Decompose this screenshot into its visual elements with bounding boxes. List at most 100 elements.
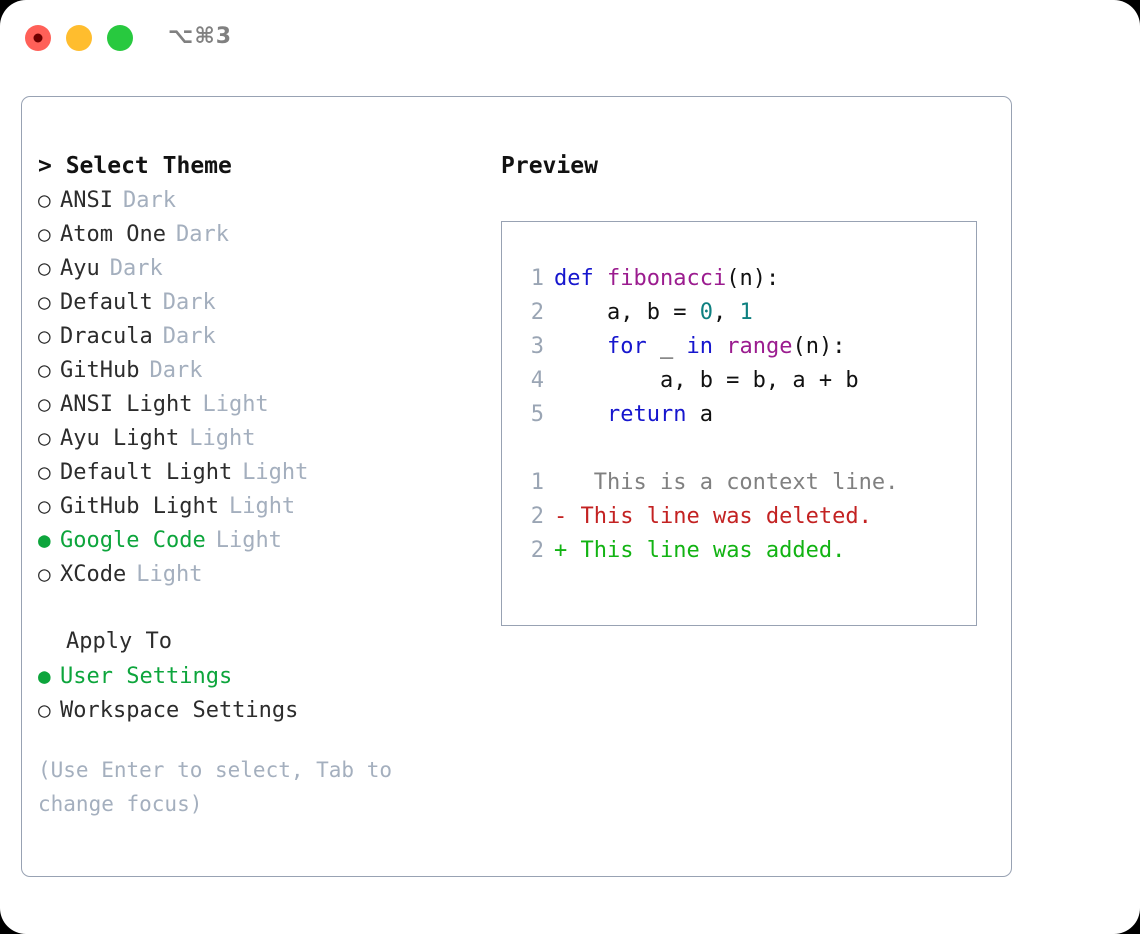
theme-name-label: GitHub [60, 358, 140, 383]
apply-to-option-user-settings[interactable]: ● User Settings [38, 659, 468, 693]
diff-line-ctx: 1 This is a context line. [512, 466, 972, 500]
theme-name-label: Google Code [60, 528, 206, 553]
line-number: 5 [530, 402, 544, 427]
radio-unselected-icon: ○ [38, 256, 51, 280]
token-pl: , [712, 300, 740, 325]
theme-variant-badge: Light [242, 460, 309, 485]
diff-marker [554, 466, 567, 500]
token-pl: _ [646, 334, 687, 359]
diff-marker: - [554, 504, 568, 529]
theme-name-label: Default [60, 290, 153, 315]
line-number: 1 [530, 266, 544, 291]
diff-sample: 1 This is a context line.2- This line wa… [512, 466, 972, 568]
close-button[interactable] [25, 25, 51, 51]
theme-variant-badge: Light [136, 562, 203, 587]
token-pl: a, b = b, a + b [554, 368, 859, 393]
radio-unselected-icon: ○ [38, 460, 51, 484]
diff-line-add: 2 + This line was added. [512, 534, 972, 568]
theme-variant-badge: Light [189, 426, 256, 451]
theme-name-label: GitHub Light [60, 494, 219, 519]
radio-unselected-icon: ○ [38, 494, 51, 518]
apply-to-option-workspace-settings[interactable]: ○ Workspace Settings [38, 693, 468, 727]
apply-to-heading: Apply To [66, 629, 172, 654]
theme-option-github[interactable]: ○ GitHub Dark [38, 353, 468, 387]
theme-option-default[interactable]: ○ Default Dark [38, 285, 468, 319]
theme-option-ansi[interactable]: ○ ANSI Dark [38, 183, 468, 217]
theme-name-label: ANSI [60, 188, 113, 213]
recording-indicator-icon [33, 33, 43, 43]
radio-unselected-icon: ○ [38, 698, 51, 722]
theme-option-ayu[interactable]: ○ Ayu Dark [38, 251, 468, 285]
token-pl [554, 402, 607, 427]
radio-unselected-icon: ○ [38, 222, 51, 246]
theme-variant-badge: Dark [162, 324, 216, 349]
theme-name-label: Dracula [60, 324, 153, 349]
radio-unselected-icon: ○ [38, 290, 51, 314]
token-kw: for [606, 334, 647, 359]
radio-selected-icon: ● [38, 664, 51, 688]
line-number: 2 [530, 300, 544, 325]
token-pl: (n): [792, 334, 846, 359]
keyboard-hint-text: (Use Enter to select, Tab to change focu… [38, 758, 405, 816]
code-text: return a [554, 398, 713, 432]
apply-to-label: User Settings [60, 664, 233, 689]
radio-unselected-icon: ○ [38, 358, 51, 382]
token-num: 0 [699, 300, 713, 325]
theme-variant-badge: Light [228, 494, 296, 519]
diff-line-del: 2- This line was deleted. [512, 500, 972, 534]
minimize-button[interactable] [66, 25, 92, 51]
diff-marker: + [554, 538, 568, 563]
theme-variant-badge: Light [202, 392, 269, 417]
theme-variant-badge: Dark [109, 256, 163, 281]
token-num: 1 [739, 300, 753, 325]
title-bar: ⌥⌘3 [0, 0, 1140, 78]
radio-unselected-icon: ○ [38, 426, 51, 450]
radio-unselected-icon: ○ [38, 188, 51, 212]
apply-to-label: Workspace Settings [60, 698, 299, 723]
theme-variant-badge: Dark [122, 188, 176, 213]
theme-name-label: Ayu Light [60, 426, 180, 451]
theme-name-label: Ayu [60, 256, 100, 281]
theme-name-label: Atom One [60, 222, 166, 247]
theme-option-github-light[interactable]: ○ GitHub Light Light [38, 489, 468, 523]
theme-variant-badge: Dark [149, 358, 203, 383]
diff-text: This line was added. [567, 538, 846, 563]
diff-text: This is a context line. [567, 470, 899, 495]
maximize-button[interactable] [107, 25, 133, 51]
radio-unselected-icon: ○ [38, 324, 51, 348]
line-number: 4 [530, 368, 544, 393]
code-text: for _ in range(n): [554, 330, 845, 364]
line-number: 3 [530, 334, 544, 359]
preview-heading: Preview [501, 153, 598, 179]
theme-option-dracula[interactable]: ○ Dracula Dark [38, 319, 468, 353]
theme-name-label: Default Light [60, 460, 233, 485]
token-fn: fibonacci [606, 266, 727, 291]
line-number: 2 [530, 538, 544, 563]
theme-name-label: ANSI Light [60, 392, 193, 417]
theme-option-ayu-light[interactable]: ○ Ayu Light Light [38, 421, 468, 455]
theme-name-label: XCode [60, 562, 127, 587]
keyboard-shortcut-label: ⌥⌘3 [168, 24, 233, 49]
token-pl: (n): [726, 266, 780, 291]
token-kw: in [686, 334, 713, 359]
code-text: a, b = b, a + b [554, 364, 859, 398]
code-line: 2 a, b = 0, 1 [512, 296, 972, 330]
theme-option-default-light[interactable]: ○ Default Light Light [38, 455, 468, 489]
apply-to-list[interactable]: ● User Settings ○ Workspace Settings [38, 659, 468, 727]
code-line: 4 a, b = b, a + b [512, 364, 972, 398]
line-number: 2 [530, 504, 544, 529]
token-fn: range [726, 334, 793, 359]
theme-variant-badge: Dark [162, 290, 216, 315]
